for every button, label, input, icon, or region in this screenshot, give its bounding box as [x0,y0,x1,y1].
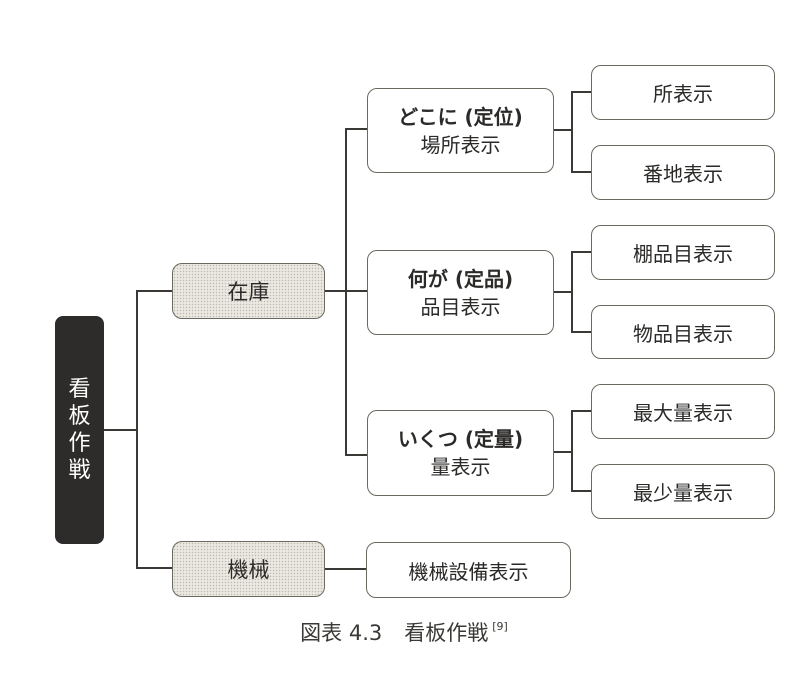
node-subtitle: 場所表示 [420,132,501,157]
leaf-address-display: 番地表示 [591,145,775,200]
leaf-shelf-item-display: 棚品目表示 [591,225,775,280]
root-char: 板 [68,404,91,429]
connector-level1-trunk [136,290,172,569]
leaf-label: 最少量表示 [633,481,733,505]
leaf-label: 物品目表示 [633,321,733,346]
root-char: 看 [68,377,91,402]
node-label: 機械設備表示 [408,559,529,584]
node-title: どこに (定位) [398,104,523,129]
node-label: 在庫 [227,280,270,304]
node-machine: 機械 [172,541,325,597]
connector-quantity [554,410,591,492]
root-char: 作 [68,431,91,456]
node-label: 機械 [227,558,270,582]
leaf-label: 最大量表示 [633,401,733,425]
node-inventory: 在庫 [172,263,325,319]
connector-location [554,91,591,173]
leaf-goods-item-display: 物品目表示 [591,305,775,359]
node-title: いくつ (定量) [397,427,524,451]
node-subtitle: 品目表示 [420,294,501,319]
leaf-label: 所表示 [653,82,713,106]
figure-title: 看板作戦 [404,621,489,645]
connector-level2-trunk [345,128,367,456]
leaf-location-display: 所表示 [591,65,775,120]
leaf-label: 棚品目表示 [633,242,733,266]
node-where-location: どこに (定位) 場所表示 [367,88,554,173]
root-node-kanban-strategy: 看 板 作 戦 [55,316,104,544]
node-machine-equipment-display: 機械設備表示 [366,542,571,598]
figure-number: 図表 4.3 [300,621,383,645]
leaf-label: 番地表示 [643,162,723,186]
figure-reference: [9] [492,620,508,633]
node-how-many-quantity: いくつ (定量) 量表示 [367,410,554,496]
node-title: 何が (定品) [407,266,514,291]
figure-caption: 図表 4.3 看板作戦[9] [0,617,808,647]
node-subtitle: 量表示 [430,455,491,479]
leaf-min-quantity-display: 最少量表示 [591,464,775,519]
root-char: 戦 [68,458,91,483]
node-what-item: 何が (定品) 品目表示 [367,250,554,335]
connector-item [554,251,591,333]
leaf-max-quantity-display: 最大量表示 [591,384,775,439]
